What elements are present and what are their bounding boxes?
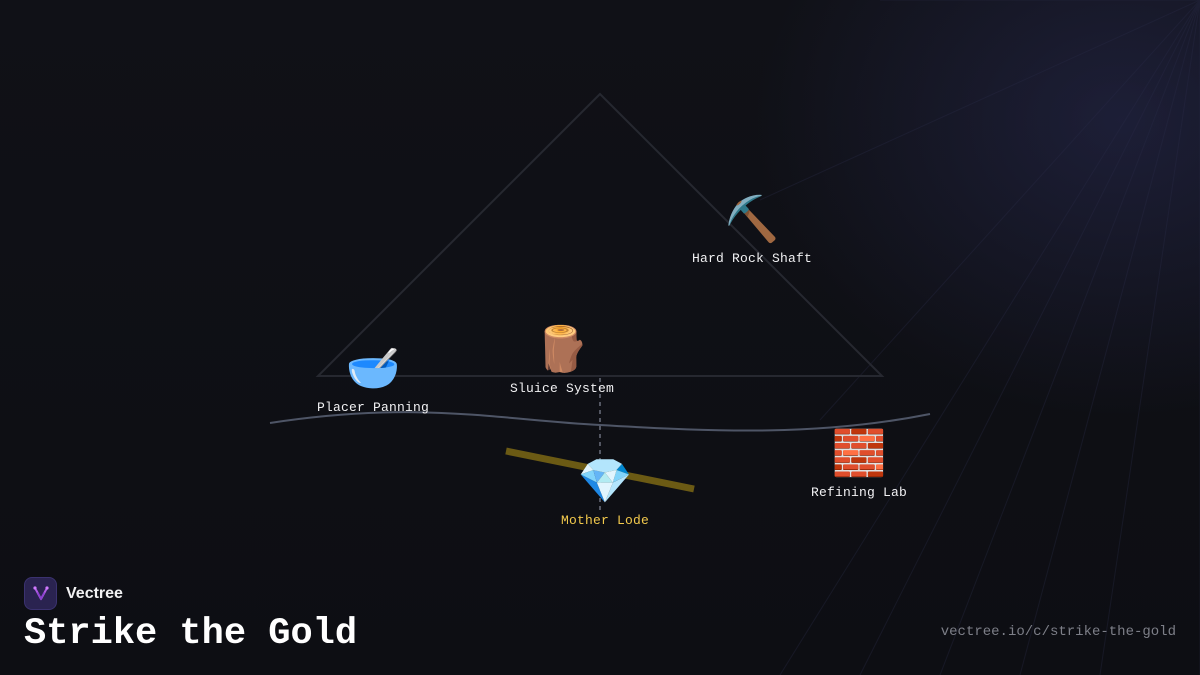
brand[interactable]: Vectree [24,577,123,610]
page-title: Strike the Gold [24,613,358,655]
node-label: Refining Lab [810,485,908,500]
node-label: Sluice System [509,381,615,396]
brand-name: Vectree [66,584,123,602]
wood-log-icon: 🪵 [534,324,590,375]
page-url[interactable]: vectree.io/c/strike-the-gold [940,624,1176,640]
gold-vein [505,447,695,493]
pickaxe-icon: ⛏️ [724,194,780,245]
node-placer-panning[interactable]: 🥣 Placer Panning [316,343,430,416]
brick-icon: 🧱 [831,428,887,479]
node-hard-rock-shaft[interactable]: ⛏️ Hard Rock Shaft [691,194,813,267]
node-label: Hard Rock Shaft [691,251,813,266]
vectree-logo-icon [24,577,57,610]
bowl-icon: 🥣 [345,343,401,394]
node-label: Mother Lode [560,513,650,528]
mountain-triangle [315,92,885,377]
node-sluice-system[interactable]: 🪵 Sluice System [509,324,615,397]
node-refining-lab[interactable]: 🧱 Refining Lab [810,428,908,501]
node-label: Placer Panning [316,400,430,415]
ground-curve [269,411,931,432]
node-mother-lode[interactable]: 💎 Mother Lode [560,456,650,529]
gem-icon: 💎 [577,456,633,507]
